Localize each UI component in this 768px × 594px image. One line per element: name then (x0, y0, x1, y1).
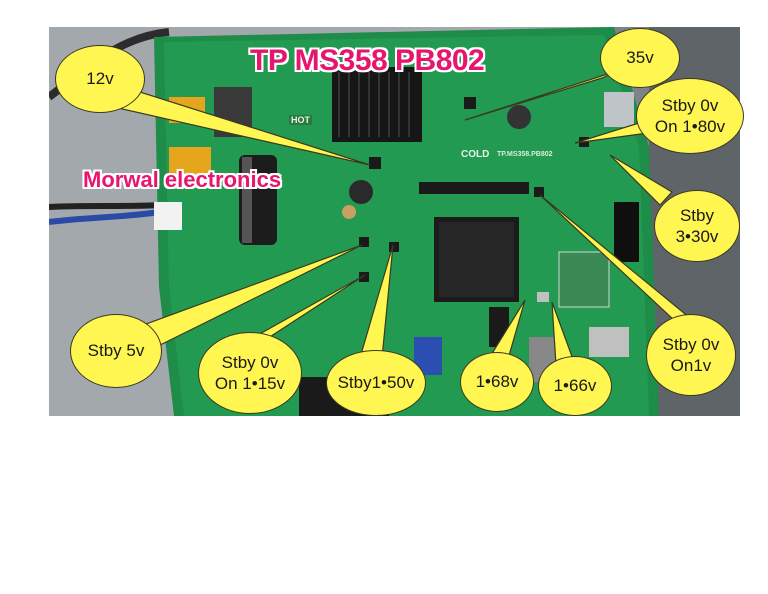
callout-text: 1•68v (475, 372, 519, 392)
callout-text: Stby 5v (87, 341, 145, 361)
callout-12v: 12v (55, 45, 145, 113)
cold-marking: COLD (461, 149, 490, 160)
model-marking: TP.MS358.PB802 (497, 151, 553, 158)
callout-text: On 1•15v (214, 374, 286, 393)
callout-stby-on180: Stby 0v On 1•80v (636, 78, 744, 154)
callout-text: 1•66v (553, 376, 597, 396)
callout-stby150: Stby1•50v (326, 350, 426, 416)
callout-168v: 1•68v (460, 352, 534, 412)
callout-text: Stby (679, 205, 714, 225)
callout-text: On 1•80v (654, 117, 726, 136)
callout-text: Stby 0v (661, 95, 719, 115)
brand-watermark: Morwal electronics (83, 167, 282, 192)
callout-stby5: Stby 5v (70, 314, 162, 388)
callout-text: On1v (670, 356, 712, 375)
pointer-stby150 (359, 244, 394, 359)
callout-text: 3•30v (675, 227, 719, 246)
callout-35v: 35v (600, 28, 680, 88)
callout-text: Stby1•50v (337, 373, 415, 393)
callout-166v: 1•66v (538, 356, 612, 416)
callout-text: Stby 0v (221, 352, 279, 372)
callout-text: 12v (86, 69, 114, 89)
callout-text: 35v (626, 48, 654, 68)
image-title: TP MS358 PB802 (250, 44, 485, 77)
callout-stby330: Stby 3•30v (654, 190, 740, 262)
callout-stby-on115: Stby 0v On 1•15v (198, 332, 302, 414)
callout-stby-on1: Stby 0v On1v (646, 314, 736, 396)
pointer-12v (116, 91, 371, 166)
pointer-stby330 (609, 154, 673, 206)
callout-text: Stby 0v (662, 334, 720, 354)
hot-marking: HOT (289, 115, 312, 125)
pointer-35v (464, 69, 621, 121)
